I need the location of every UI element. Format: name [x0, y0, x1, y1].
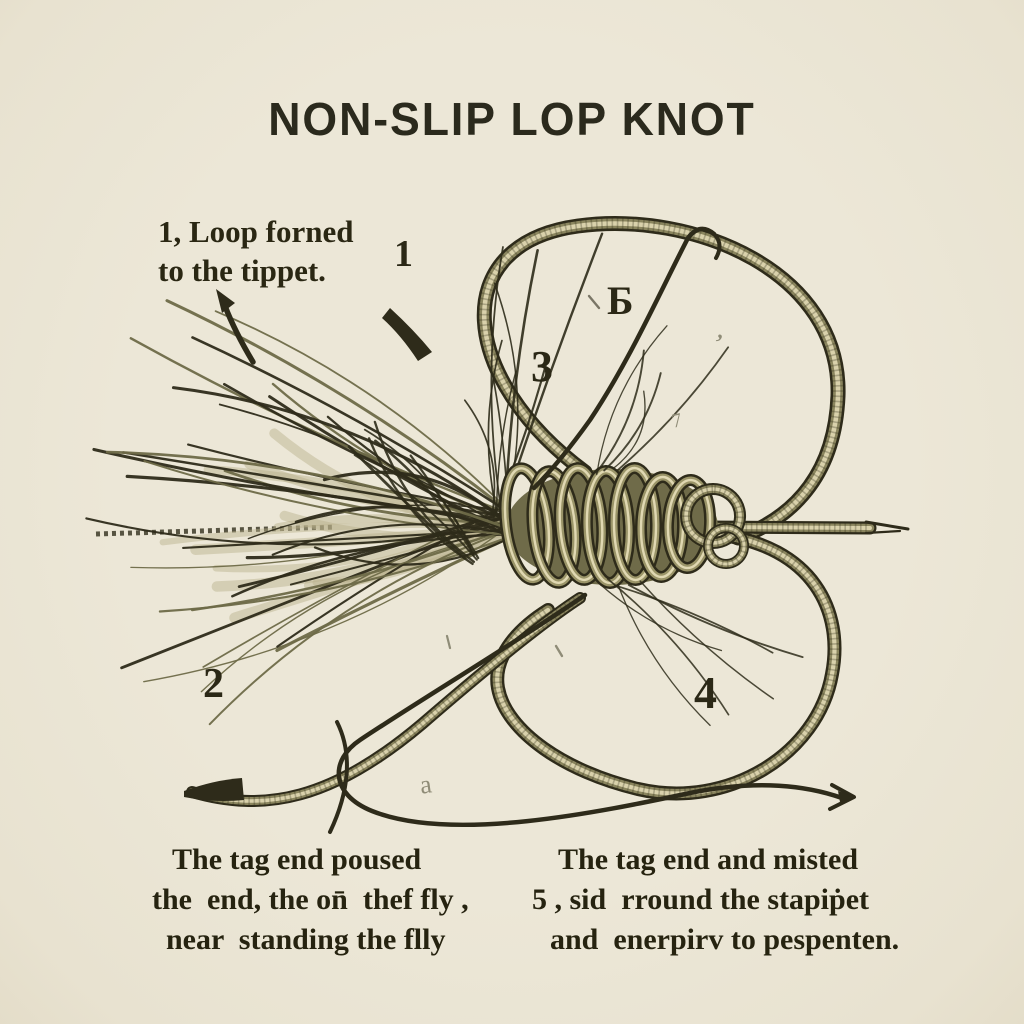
loop-annotation-line1: 1, Loop forned: [158, 214, 354, 249]
caption-right: The tag end and misted 5 , sid rround th…: [532, 840, 899, 960]
page-title: NON-SLIP LOP KNOT: [268, 93, 756, 145]
step-number-3: 3: [531, 342, 553, 391]
caption-left: The tag end poused the end, the on̄ thef…: [152, 840, 469, 960]
tag-end-line: [336, 592, 845, 828]
step-number-1: 1: [394, 233, 413, 275]
label-arrow: [216, 289, 256, 365]
step-number-5: Б: [607, 278, 634, 323]
caption-left-line1: The tag end poused: [172, 843, 422, 876]
knot-barrel: [499, 462, 718, 589]
stray-specks: [445, 294, 601, 658]
step-number-4: 4: [694, 667, 717, 718]
tag-end-arrowhead: [828, 783, 856, 811]
caption-right-line1: The tag end and misted: [558, 843, 859, 876]
loop-annotation-line2: to the tippet.: [158, 253, 326, 288]
step-number-2: 2: [203, 661, 224, 707]
crossing-curve: [328, 720, 349, 834]
upper-loop-rope: [476, 216, 846, 546]
loop-annotation: 1, Loop forned to the tippet.: [158, 212, 354, 290]
tippet-line: [531, 226, 722, 491]
finishing-wrap: [680, 483, 750, 569]
caption-left-line2: the end, the on̄ thef fly ,: [152, 883, 469, 916]
caption-right-line3: and enerpirv to pespenten.: [550, 923, 900, 956]
fly-feathers: [85, 232, 604, 726]
caption-left-line3: near standing the flly: [166, 923, 446, 956]
caption-right-line2: 5 , sid rround the stapiṗet: [532, 883, 870, 916]
barrel-hairs: [595, 325, 804, 727]
